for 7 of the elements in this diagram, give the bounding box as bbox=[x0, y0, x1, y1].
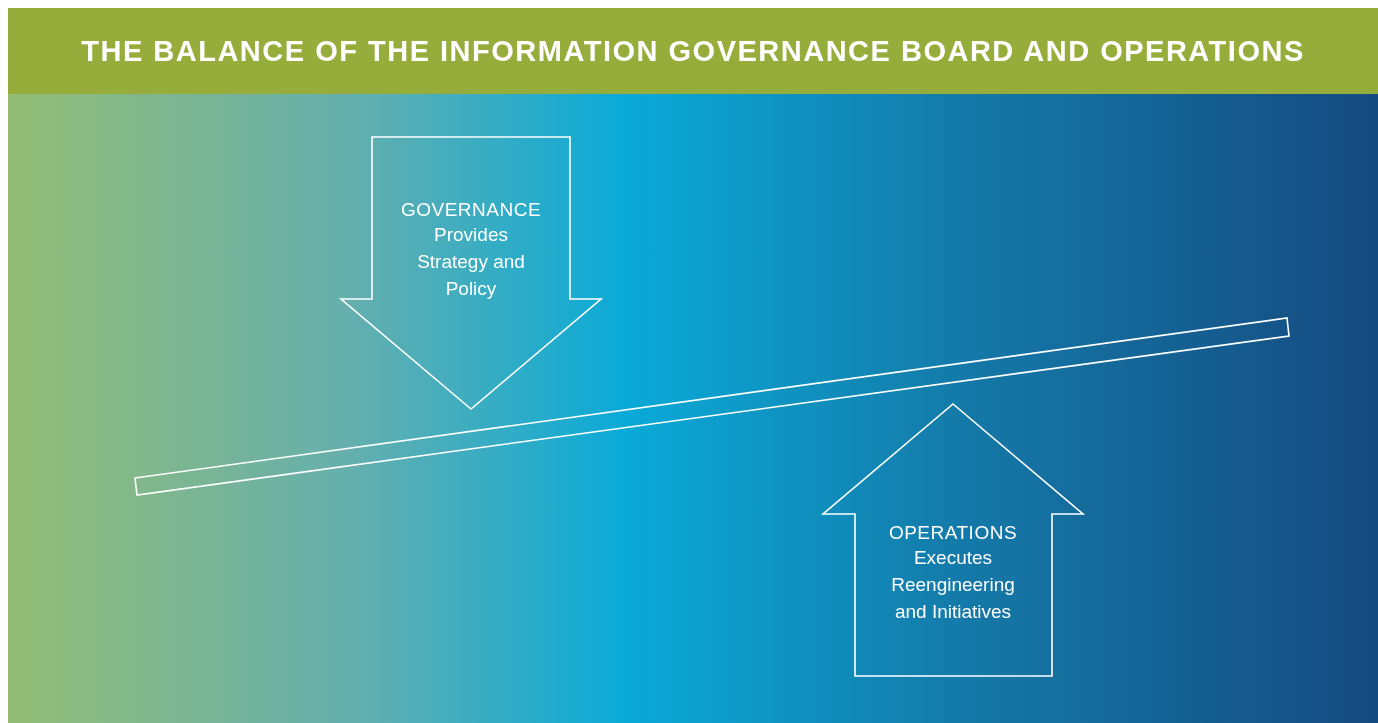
arrow-heading: OPERATIONS bbox=[888, 522, 1018, 544]
arrow-description: Provides Strategy and Policy bbox=[416, 223, 526, 301]
down-block-arrow bbox=[341, 137, 601, 409]
arrow-heading: GOVERNANCE bbox=[400, 199, 542, 221]
title: THE BALANCE OF THE INFORMATION GOVERNANCE BOARD AND OPERATIONS bbox=[81, 34, 1305, 68]
arrow-description: Executes Reengineering and Initiatives bbox=[890, 546, 1016, 624]
up-block-arrow bbox=[823, 404, 1083, 676]
